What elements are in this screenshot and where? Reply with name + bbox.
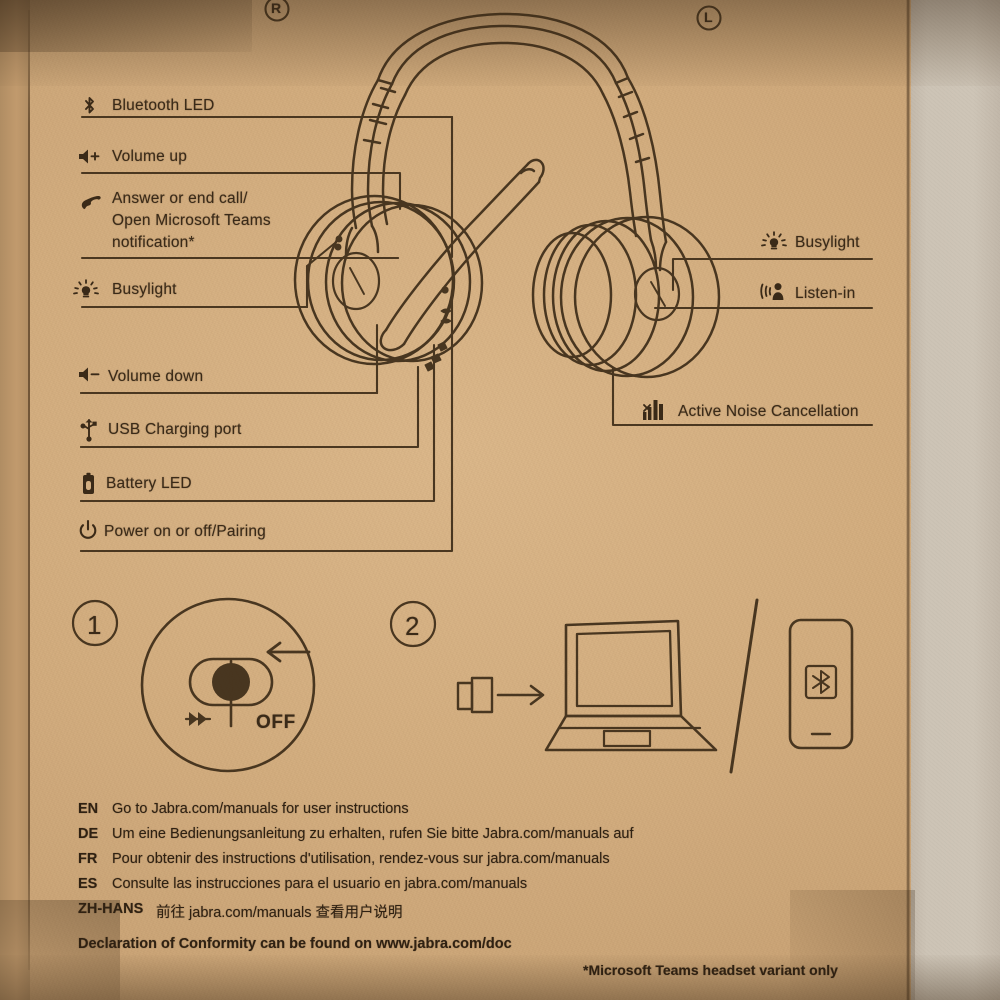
callout-label-volume-up: Volume up xyxy=(112,148,188,165)
marker-left xyxy=(696,5,722,31)
lang-code-de: DE xyxy=(78,826,99,842)
volume-down-icon xyxy=(78,366,102,383)
callout-label-listen-in: Listen-in xyxy=(795,285,856,302)
lang-code-zh: ZH-HANS xyxy=(78,901,144,917)
headset-left-slider-arm xyxy=(601,76,668,244)
anc-icon xyxy=(640,398,668,422)
listen-in-icon xyxy=(760,281,786,302)
lang-text-fr: Pour obtenir des instructions d'utilisat… xyxy=(112,851,610,867)
callout-label-usb-charging-port: USB Charging port xyxy=(108,421,242,438)
callout-rule-7 xyxy=(80,500,434,502)
volume-up-icon xyxy=(78,148,102,165)
callout-label-answer-line1: Answer or end call/ xyxy=(112,190,248,207)
callout-rule-6 xyxy=(80,446,418,448)
callout-rule-2 xyxy=(82,172,400,174)
callout-rule-r2 xyxy=(673,307,872,309)
microphone-boom-arm xyxy=(379,158,545,352)
box-right-wall xyxy=(911,0,1000,1000)
lang-code-en: EN xyxy=(78,801,99,817)
box-left-wall xyxy=(0,0,30,1000)
lang-code-fr: FR xyxy=(78,851,98,867)
busylight-icon xyxy=(72,279,100,301)
callout-rule-r1 xyxy=(673,258,872,260)
lang-code-es: ES xyxy=(78,876,98,892)
callout-rule-r3 xyxy=(613,424,872,426)
usb-icon xyxy=(79,418,99,442)
top-left-shadow xyxy=(0,0,252,52)
lang-text-es: Consulte las instrucciones para el usuar… xyxy=(112,876,528,892)
headset-right-earcup xyxy=(293,194,484,372)
switch-off-label: OFF xyxy=(256,712,296,733)
callout-label-anc: Active Noise Cancellation xyxy=(678,403,859,420)
callout-rule-8 xyxy=(80,550,452,552)
bottom-right-shadow xyxy=(790,890,915,1000)
headset-left-earcup xyxy=(531,215,721,379)
callout-label-battery-led: Battery LED xyxy=(106,475,192,492)
callout-label-power: Power on or off/Pairing xyxy=(104,523,266,540)
callout-rule-4 xyxy=(82,306,308,308)
marker-label-right: R xyxy=(271,0,282,16)
callout-label-busylight-left: Busylight xyxy=(112,281,177,298)
power-icon xyxy=(78,519,98,541)
step-1-number: 1 xyxy=(87,610,102,640)
marker-label-left: L xyxy=(704,9,713,25)
bluetooth-icon xyxy=(82,96,97,115)
step2-illustration xyxy=(389,598,854,774)
battery-icon xyxy=(81,472,96,495)
box-left-edge-line xyxy=(28,10,30,970)
callout-label-answer-line2: Open Microsoft Teams xyxy=(112,212,271,229)
busylight-icon xyxy=(760,231,788,253)
phone-handset-icon xyxy=(79,192,103,212)
callout-label-busylight-right: Busylight xyxy=(795,234,860,251)
lang-text-zh: 前往 jabra.com/manuals 查看用户说明 xyxy=(156,905,403,921)
step-2-number: 2 xyxy=(405,611,420,641)
marker-right xyxy=(264,0,290,22)
conformity-statement: Declaration of Conformity can be found o… xyxy=(78,936,512,952)
footnote-teams-variant: *Microsoft Teams headset variant only xyxy=(583,962,838,978)
bottom-shadow xyxy=(0,955,1000,1000)
left-leader-stubs xyxy=(306,242,399,267)
callout-label-volume-down: Volume down xyxy=(108,368,204,385)
callout-rule-3 xyxy=(82,257,398,259)
callout-label-bluetooth-led: Bluetooth LED xyxy=(112,97,215,114)
headset-headband xyxy=(376,12,630,97)
callout-rule-5 xyxy=(80,392,378,394)
callout-label-answer-line3: notification* xyxy=(112,234,195,251)
callout-rule-1 xyxy=(82,116,452,118)
box-right-rim-line xyxy=(906,0,910,1000)
step1-illustration xyxy=(71,597,316,773)
bottom-left-shadow xyxy=(0,900,120,1000)
lang-text-de: Um eine Bedienungsanleitung zu erhalten,… xyxy=(112,826,634,842)
lang-text-en: Go to Jabra.com/manuals for user instruc… xyxy=(112,801,409,817)
